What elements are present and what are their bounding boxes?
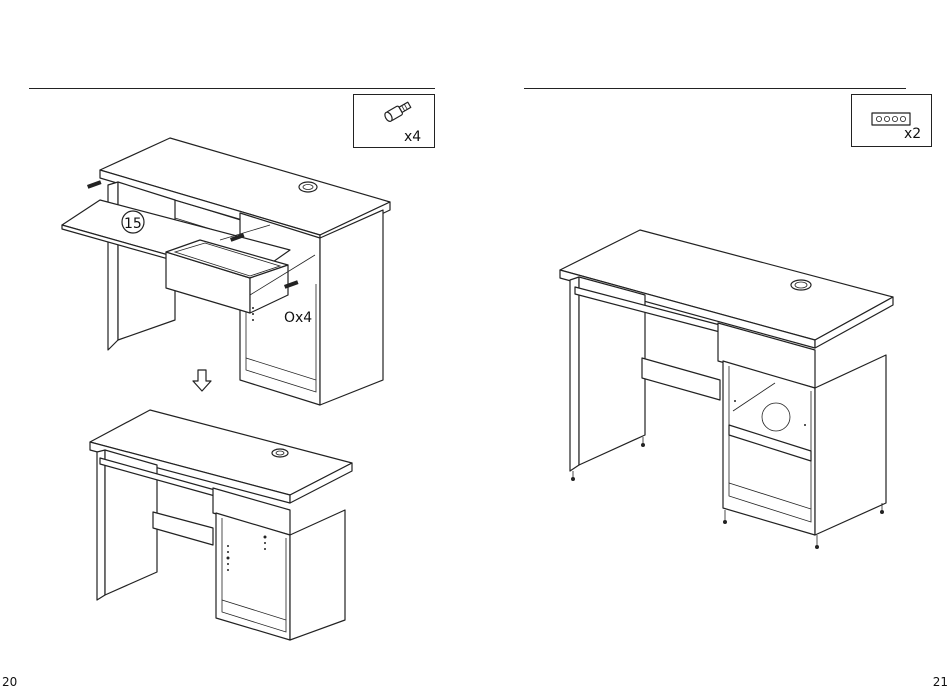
step-number: 15 [124, 216, 142, 232]
down-arrow-icon [192, 370, 212, 392]
desk-assembled-drawing [0, 400, 475, 660]
hardware-box: x2 [851, 94, 932, 147]
desk-with-shelf-drawing [475, 225, 950, 555]
header-rule [524, 88, 906, 89]
hardware-callout: Ox4 [284, 310, 312, 326]
hardware-quantity: x2 [904, 126, 921, 142]
page-number-right: 21 [933, 675, 948, 689]
header-rule [29, 88, 435, 89]
left-page: x4 [0, 0, 475, 697]
page-number-left: 20 [2, 675, 17, 689]
right-page: x2 [475, 0, 950, 697]
desk-drawer-assembly-drawing: 15 Ox4 [0, 130, 475, 420]
